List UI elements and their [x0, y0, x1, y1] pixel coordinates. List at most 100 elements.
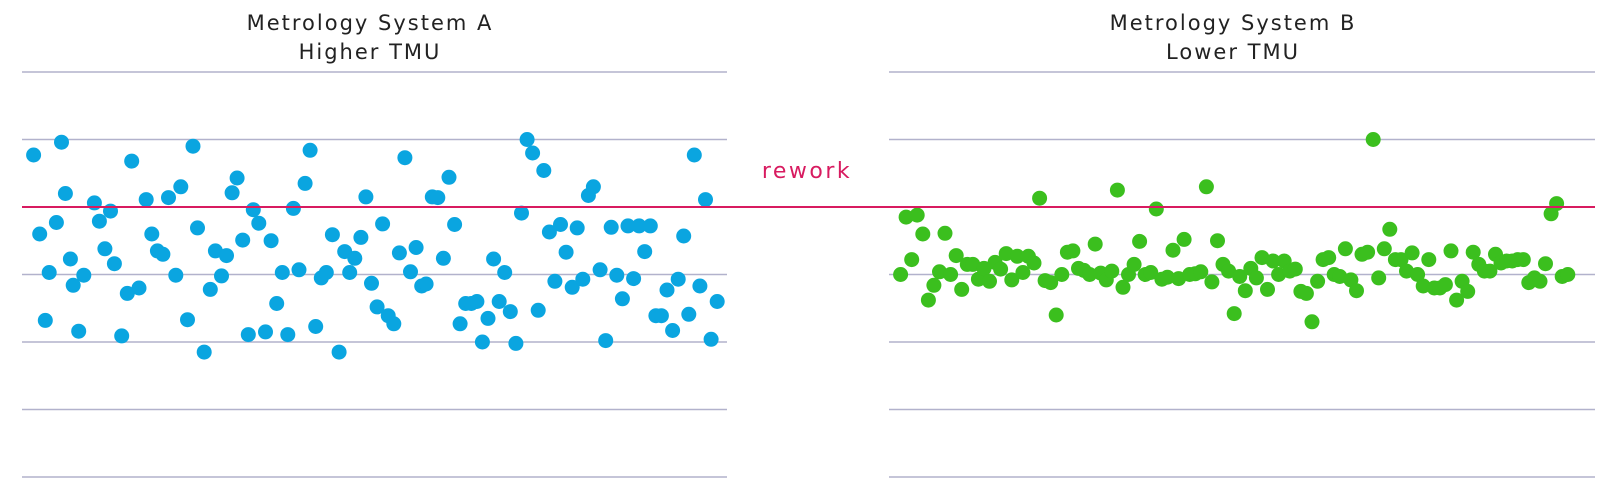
data-point: [1082, 267, 1098, 282]
data-point: [1237, 283, 1253, 299]
data-point: [703, 331, 719, 347]
data-point: [452, 316, 468, 332]
data-point: [709, 294, 725, 309]
data-point: [898, 209, 914, 225]
data-point: [1054, 267, 1070, 282]
data-point: [1321, 250, 1337, 266]
panel-a-title-line-2: Higher TMU: [299, 40, 442, 64]
data-point: [1143, 265, 1159, 280]
data-point: [1515, 252, 1531, 268]
data-point: [403, 264, 418, 280]
data-point: [692, 278, 708, 294]
data-point: [280, 327, 296, 343]
data-point: [1287, 261, 1303, 277]
data-point: [943, 267, 959, 282]
data-point: [564, 279, 580, 295]
data-point: [274, 265, 290, 280]
data-point: [1026, 255, 1042, 271]
panel-a-title-line-1: Metrology System A: [247, 11, 494, 35]
data-point: [585, 179, 601, 195]
data-point: [185, 138, 201, 154]
data-point: [91, 213, 107, 229]
data-point: [1482, 263, 1498, 279]
data-point: [1165, 242, 1181, 258]
data-point: [609, 267, 625, 283]
data-point: [219, 248, 234, 264]
data-point: [269, 296, 285, 311]
data-point: [681, 306, 697, 322]
data-point: [1193, 264, 1209, 280]
data-point: [1365, 132, 1381, 147]
data-point: [614, 291, 630, 307]
data-point: [308, 319, 324, 334]
data-point: [698, 192, 713, 208]
data-point: [331, 344, 347, 360]
data-point: [1009, 248, 1025, 264]
data-point: [620, 218, 636, 234]
data-point: [57, 186, 73, 201]
data-point: [1087, 236, 1103, 252]
data-point: [915, 226, 931, 242]
data-point: [1549, 196, 1565, 212]
data-point: [229, 170, 245, 186]
data-point: [1465, 244, 1481, 260]
data-point: [530, 302, 546, 318]
data-point: [106, 256, 122, 272]
data-point: [26, 147, 42, 163]
data-point: [1298, 285, 1314, 301]
data-point: [1265, 253, 1281, 269]
data-point: [536, 163, 552, 178]
data-point: [1065, 243, 1081, 259]
data-point: [353, 229, 369, 245]
data-point: [954, 281, 970, 297]
panel-b-gridlines: [889, 71, 1595, 478]
data-point: [144, 226, 160, 242]
data-point: [525, 145, 541, 161]
data-point: [347, 250, 363, 266]
data-point: [1538, 256, 1553, 272]
data-point: [263, 233, 279, 249]
panel-b-points: [893, 132, 1576, 330]
data-point: [937, 225, 953, 241]
data-point: [893, 267, 909, 282]
data-point: [1176, 231, 1192, 247]
data-point: [397, 150, 413, 166]
data-point: [342, 265, 358, 280]
data-point: [1460, 283, 1476, 299]
data-point: [514, 205, 529, 221]
data-point: [418, 276, 434, 292]
data-point: [1304, 314, 1320, 330]
data-point: [65, 277, 81, 293]
data-point: [948, 248, 964, 264]
data-point: [631, 218, 647, 234]
data-point: [1148, 201, 1164, 217]
data-point: [603, 219, 619, 235]
data-point: [103, 203, 118, 219]
data-point: [1415, 278, 1431, 294]
data-point: [119, 285, 135, 301]
data-point: [553, 217, 568, 232]
data-point: [502, 304, 518, 320]
data-point: [1032, 190, 1048, 206]
data-point: [480, 310, 496, 326]
data-point: [558, 244, 574, 260]
data-point: [1198, 179, 1214, 195]
data-point: [32, 226, 48, 242]
data-point: [190, 220, 205, 236]
data-point: [324, 227, 340, 243]
data-point: [982, 273, 997, 289]
data-point: [76, 267, 92, 283]
data-point: [1443, 243, 1459, 259]
data-point: [302, 142, 318, 158]
data-point: [1232, 269, 1248, 284]
data-point: [1109, 182, 1125, 198]
data-point: [1004, 272, 1020, 288]
data-point: [1404, 245, 1420, 261]
data-point: [1210, 233, 1225, 249]
data-point: [686, 147, 702, 163]
data-point: [1376, 241, 1392, 257]
data-point: [297, 175, 313, 191]
data-point: [168, 267, 184, 283]
data-point: [497, 265, 513, 280]
